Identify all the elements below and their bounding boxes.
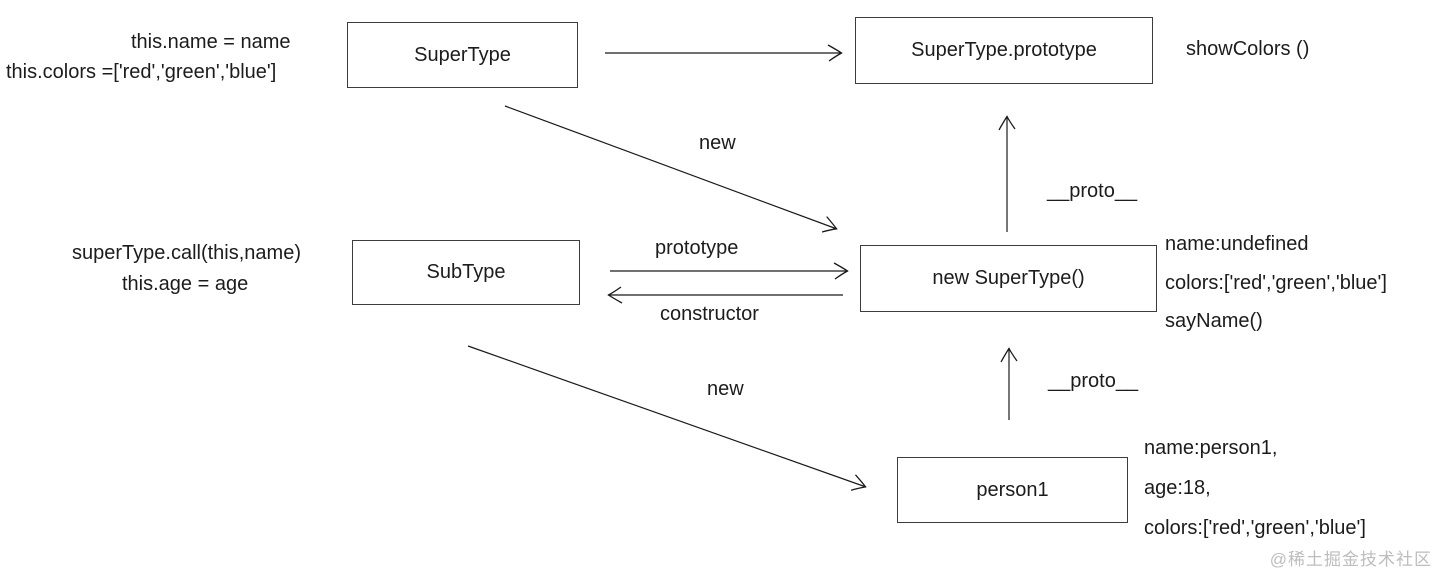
instance-props-line1: name:undefined — [1165, 233, 1309, 255]
edge-label-constructor: constructor — [660, 303, 759, 325]
arrow-new-supertype-instance — [504, 105, 838, 233]
edge-label-prototype: prototype — [655, 237, 739, 259]
person1-props-line3: colors:['red','green','blue'] — [1144, 517, 1366, 539]
edge-label-new-bottom: new — [707, 378, 744, 400]
node-new-supertype-label: new SuperType() — [932, 267, 1085, 289]
instance-props-line3: sayName() — [1165, 310, 1263, 332]
edge-label-new-top: new — [699, 132, 736, 154]
node-supertype-label: SuperType — [414, 43, 511, 66]
edge-label-proto-top: __proto__ — [1047, 180, 1138, 202]
prototype-method-note: showColors () — [1186, 38, 1310, 60]
subtype-ctor-note-line2: this.age = age — [122, 273, 249, 295]
node-person1: person1 — [897, 457, 1128, 523]
supertype-ctor-note-line2: this.colors =['red','green','blue'] — [6, 61, 277, 83]
node-supertype: SuperType — [347, 22, 578, 88]
edge-label-proto-bottom: __proto__ — [1048, 370, 1139, 392]
node-person1-label: person1 — [976, 478, 1049, 501]
watermark: @稀土掘金技术社区 — [1269, 550, 1432, 569]
arrow-new-person1-instance — [467, 345, 867, 491]
instance-props-line2: colors:['red','green','blue'] — [1165, 272, 1387, 294]
node-subtype: SubType — [352, 240, 580, 305]
subtype-ctor-note-line1: superType.call(this,name) — [72, 242, 301, 264]
node-supertype-prototype: SuperType.prototype — [855, 17, 1153, 84]
person1-props-line1: name:person1, — [1144, 437, 1278, 459]
node-subtype-label: SubType — [426, 261, 506, 283]
node-new-supertype-instance: new SuperType() — [860, 245, 1157, 312]
supertype-ctor-note-line1: this.name = name — [131, 31, 291, 53]
person1-props-line2: age:18, — [1144, 477, 1211, 499]
node-supertype-prototype-label: SuperType.prototype — [911, 39, 1097, 61]
